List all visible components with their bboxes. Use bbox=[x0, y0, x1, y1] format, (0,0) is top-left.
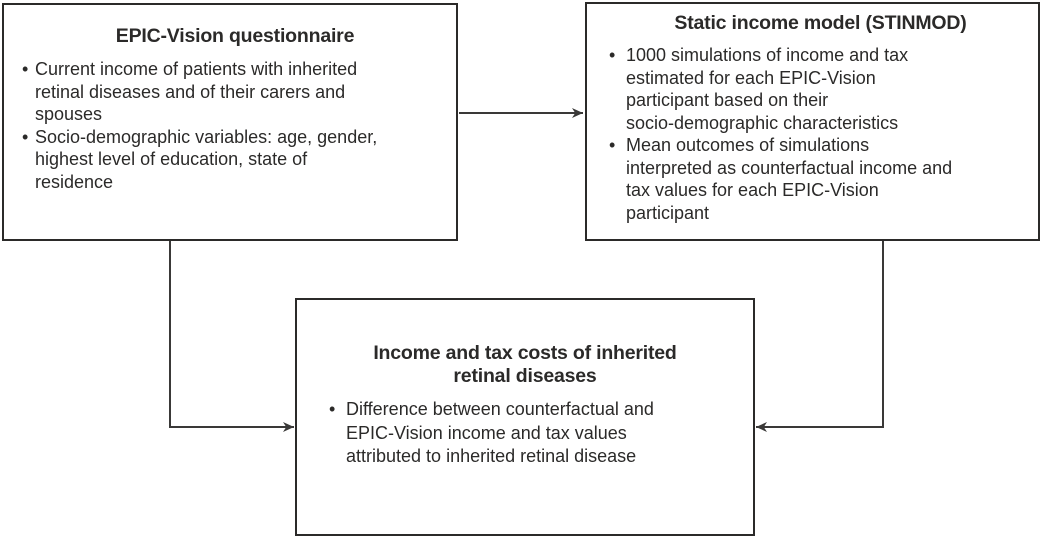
bullet-item: Difference between counterfactual and EP… bbox=[329, 398, 721, 469]
bullet-line: attributed to inherited retinal disease bbox=[346, 446, 637, 466]
bullet-line: Difference between counterfactual and bbox=[346, 399, 654, 419]
bullet-item: Mean outcomes of simulations interpreted… bbox=[609, 134, 1032, 224]
questionnaire-bullet-list: Current income of patients with inherite… bbox=[22, 58, 448, 193]
bullet-line: highest level of education, state of bbox=[35, 149, 308, 169]
box-epic-vision-questionnaire: EPIC-Vision questionnaire Current income… bbox=[2, 3, 458, 241]
bullet-line: interpreted as counterfactual income and bbox=[626, 157, 953, 178]
bullet-line: EPIC-Vision income and tax values bbox=[346, 422, 627, 443]
stinmod-title: Static income model (STINMOD) bbox=[674, 12, 967, 34]
stinmod-bullet-list: 1000 simulations of income and tax estim… bbox=[609, 44, 1032, 224]
costs-title: Income and tax costs of inherited retina… bbox=[373, 342, 677, 387]
arrow-questionnaire-to-costs-icon bbox=[169, 240, 294, 432]
bullet-line: participant bbox=[626, 202, 710, 223]
bullet-line: socio-demographic characteristics bbox=[626, 112, 899, 133]
bullet-line: residence bbox=[35, 171, 114, 192]
bullet-line: participant based on their bbox=[626, 90, 829, 110]
bullet-item: Socio-demographic variables: age, gender… bbox=[22, 126, 448, 194]
arrow-stinmod-to-costs-icon bbox=[756, 240, 884, 432]
bullet-line: tax values for each EPIC-Vision bbox=[626, 180, 879, 200]
questionnaire-title: EPIC-Vision questionnaire bbox=[115, 25, 355, 47]
box-static-income-model: Static income model (STINMOD) 1000 simul… bbox=[585, 2, 1040, 241]
bullet-line: retinal diseases and of their carers and bbox=[35, 81, 346, 102]
bullet-line: estimated for each EPIC-Vision bbox=[626, 67, 876, 88]
bullet-item: Current income of patients with inherite… bbox=[22, 58, 448, 126]
bullet-line: Socio-demographic variables: age, gender… bbox=[35, 126, 378, 147]
box-income-tax-costs: Income and tax costs of inherited retina… bbox=[295, 298, 755, 536]
bullet-line: spouses bbox=[35, 104, 103, 124]
costs-bullet-list: Difference between counterfactual and EP… bbox=[329, 398, 721, 469]
bullet-item: 1000 simulations of income and tax estim… bbox=[609, 44, 1032, 134]
bullet-line: 1000 simulations of income and tax bbox=[626, 45, 909, 65]
bullet-line: Mean outcomes of simulations bbox=[626, 135, 870, 155]
bullet-line: Current income of patients with inherite… bbox=[35, 59, 358, 79]
